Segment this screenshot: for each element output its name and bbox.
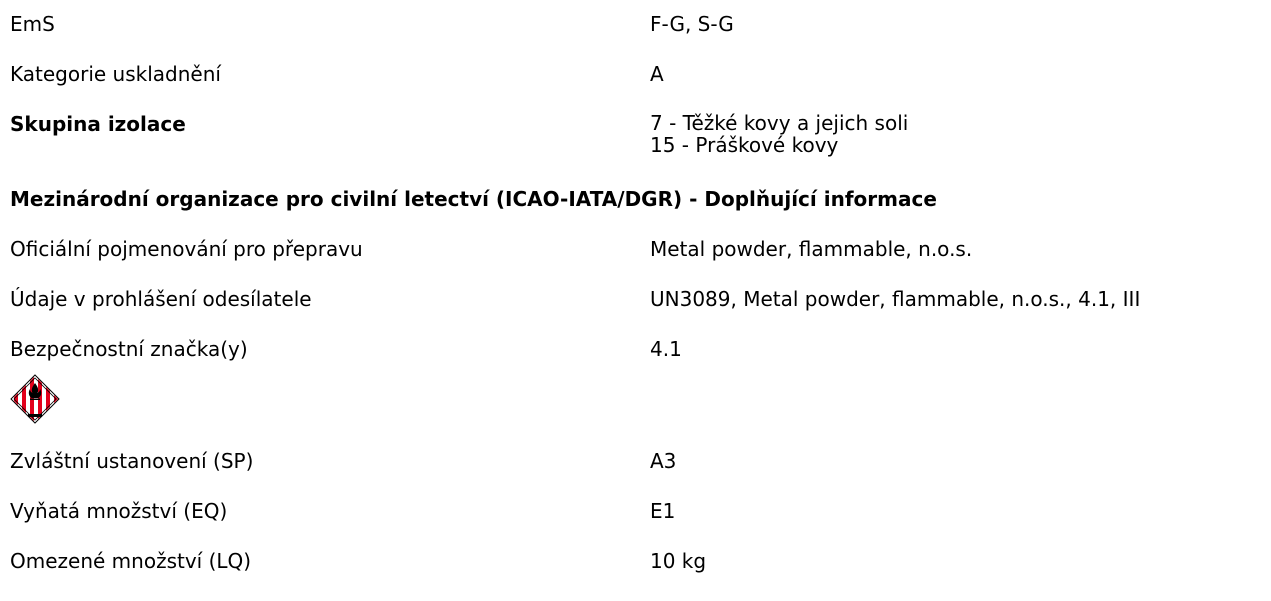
- flammable-solid-class-4-1-icon: [10, 374, 60, 424]
- stowage-value: A: [650, 62, 664, 86]
- stowage-label: Kategorie uskladnění: [10, 62, 221, 86]
- hazard-diamond-icon: [10, 374, 60, 424]
- segregation-label: Skupina izolace: [10, 112, 186, 136]
- special-provisions-label: Zvláštní ustanovení (SP): [10, 449, 254, 473]
- shipping-name-value: Metal powder, flammable, n.o.s.: [650, 237, 973, 261]
- shipping-name-label: Oficiální pojmenování pro přepravu: [10, 237, 363, 261]
- ems-label: EmS: [10, 12, 55, 36]
- ems-value: F-G, S-G: [650, 12, 734, 36]
- excepted-quantities-label: Vyňatá množství (EQ): [10, 499, 228, 523]
- segregation-values: 7 - Těžké kovy a jejich soli 15 - Práško…: [650, 112, 908, 156]
- segregation-value-1: 7 - Těžké kovy a jejich soli: [650, 111, 909, 135]
- special-provisions-value: A3: [650, 449, 677, 473]
- labels-label: Bezpečnostní značka(y): [10, 337, 248, 361]
- limited-quantities-label: Omezené množství (LQ): [10, 549, 252, 573]
- declaration-label: Údaje v prohlášení odesílatele: [10, 287, 312, 311]
- labels-value: 4.1: [650, 337, 682, 361]
- declaration-value: UN3089, Metal powder, flammable, n.o.s.,…: [650, 287, 1141, 311]
- excepted-quantities-value: E1: [650, 499, 676, 523]
- icao-section-heading: Mezinárodní organizace pro civilní letec…: [10, 187, 937, 211]
- limited-quantities-value: 10 kg: [650, 549, 707, 573]
- segregation-value-2: 15 - Práškové kovy: [650, 133, 839, 157]
